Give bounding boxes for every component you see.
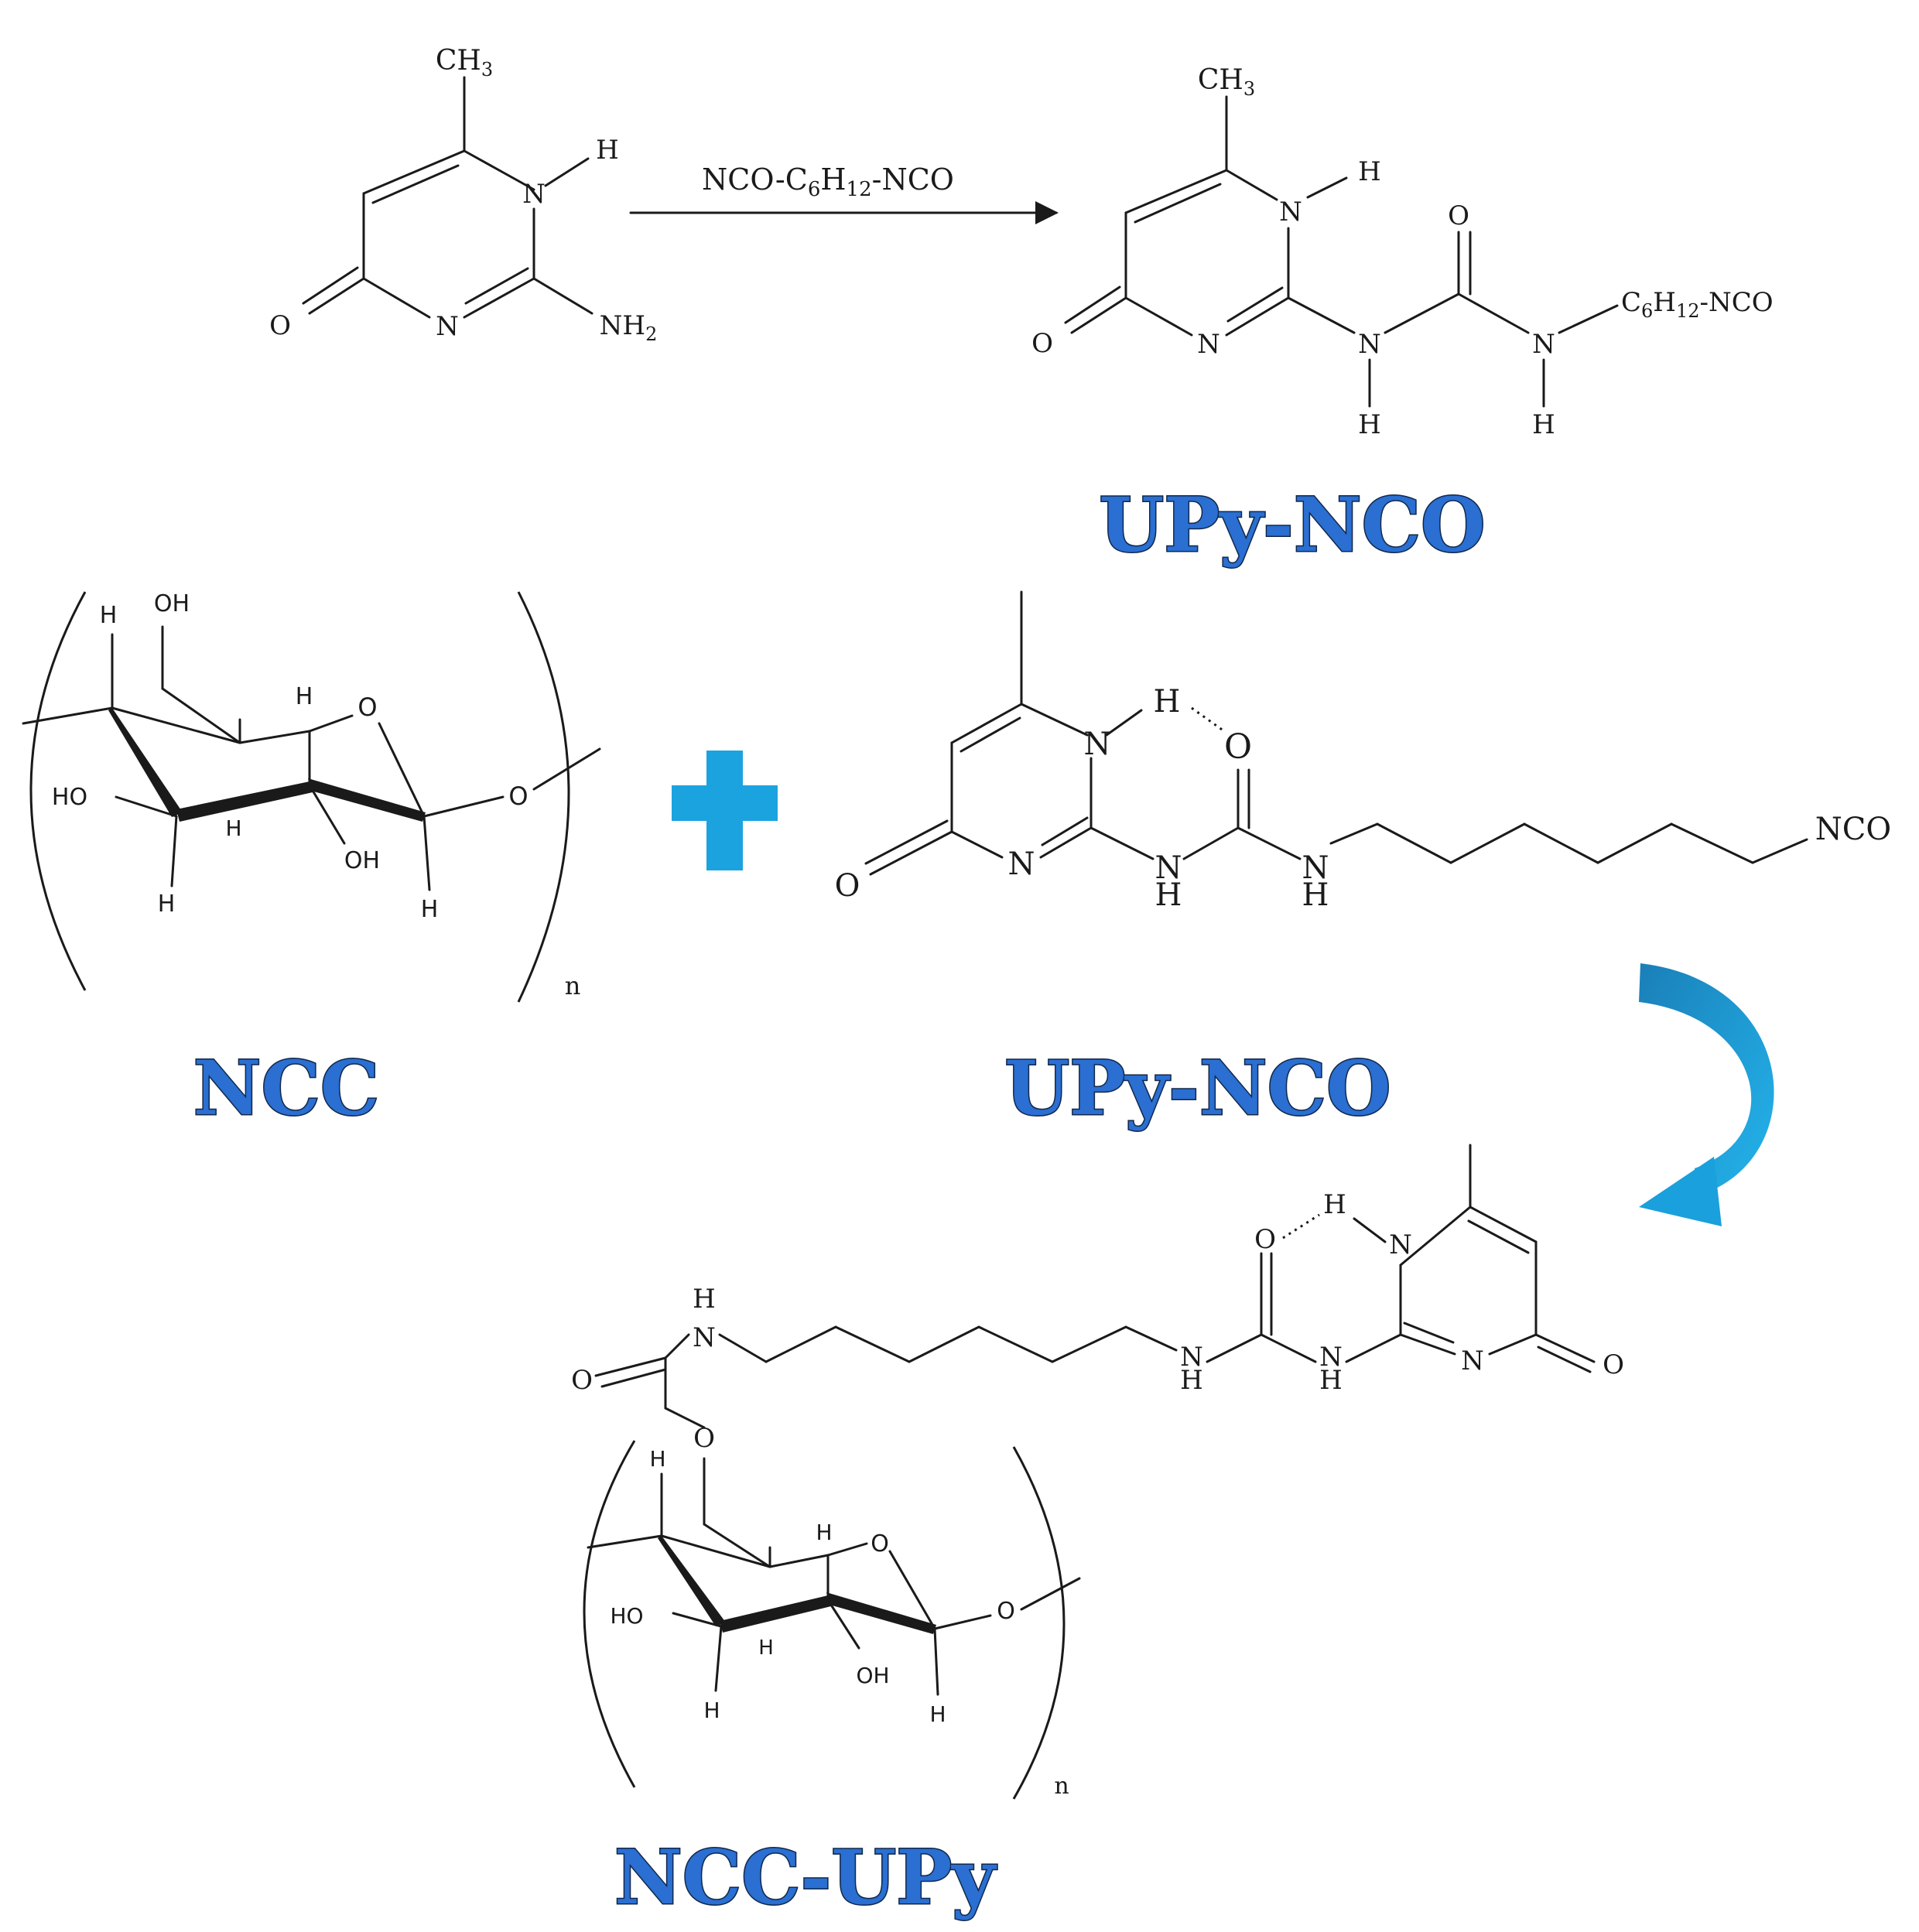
h-text: H bbox=[100, 602, 118, 629]
h-text: H bbox=[649, 1446, 665, 1472]
h-text: H bbox=[421, 896, 439, 923]
n-ring-text: N bbox=[436, 311, 459, 342]
plus-icon bbox=[672, 751, 778, 870]
nco-text: NCO bbox=[1815, 812, 1891, 847]
right-parenthesis bbox=[1012, 1446, 1066, 1800]
ho-text: HO bbox=[52, 784, 87, 811]
wedge-bond bbox=[826, 1592, 936, 1634]
upy-nco-label-mid: UPy-NCO bbox=[1004, 1045, 1391, 1132]
hydrogen-bond bbox=[1282, 1213, 1320, 1240]
h-text: H bbox=[1532, 409, 1555, 440]
nh-text: N bbox=[1319, 1342, 1343, 1373]
curved-arrow-icon bbox=[1639, 963, 1774, 1226]
h-text: H bbox=[225, 816, 241, 841]
o-text: O bbox=[693, 1423, 715, 1454]
n-ring-text: N bbox=[1197, 329, 1220, 360]
nh-text: N bbox=[1302, 850, 1329, 886]
h-text: H bbox=[758, 1636, 774, 1660]
upy-nco-folded-structure: N H O N O N H N H NCO bbox=[835, 590, 1891, 913]
n-ring-text: N bbox=[1008, 846, 1035, 882]
h-text: H bbox=[596, 135, 619, 166]
o-text: O bbox=[997, 1598, 1015, 1625]
h-text: H bbox=[816, 1520, 832, 1545]
wedge-bond bbox=[658, 1536, 726, 1626]
reaction-arrow: NCO-C6H12-NCO bbox=[629, 162, 1059, 224]
ncc-upy-cellulose-fragment: H H O HO H OH O H H n bbox=[583, 1440, 1081, 1800]
nh2-text: NH2 bbox=[600, 310, 658, 345]
o-text: O bbox=[1254, 1224, 1276, 1255]
left-parenthesis bbox=[583, 1440, 636, 1788]
n-ring-text: N bbox=[522, 179, 546, 210]
oh-text: OH bbox=[154, 590, 190, 617]
o-text: O bbox=[508, 781, 528, 811]
o-text: O bbox=[1224, 727, 1252, 767]
ncc-upy-upy-fragment: N H O N O N H N H N H O O bbox=[571, 1144, 1624, 1454]
n-subscript-text: n bbox=[1054, 1773, 1069, 1800]
ho-text: HO bbox=[610, 1603, 643, 1629]
h-text: H bbox=[1323, 1189, 1346, 1220]
h-text: H bbox=[1154, 684, 1181, 720]
ncc-label: NCC bbox=[193, 1045, 380, 1132]
h-text: H bbox=[929, 1701, 946, 1727]
upy-nco-label-top: UPy-NCO bbox=[1099, 481, 1485, 569]
n-ring-text: N bbox=[1461, 1346, 1484, 1376]
h-text: H bbox=[158, 891, 176, 918]
h-text: H bbox=[703, 1698, 720, 1723]
n-subscript-text: n bbox=[565, 971, 581, 1000]
right-parenthesis bbox=[517, 591, 570, 1003]
ch3-text: CH3 bbox=[1198, 64, 1255, 100]
hydrogen-bond bbox=[1191, 706, 1225, 733]
o-text: O bbox=[1448, 200, 1469, 231]
reagent-text: NCO-C6H12-NCO bbox=[702, 162, 954, 201]
left-parenthesis bbox=[29, 591, 87, 991]
h-text: H bbox=[1358, 156, 1381, 187]
methylisocytosine-structure: CH3 N H N O NH2 bbox=[269, 45, 657, 345]
h-text: H bbox=[1180, 1365, 1203, 1396]
n-ring-text: N bbox=[1389, 1229, 1412, 1260]
ch3-text: CH3 bbox=[436, 45, 493, 80]
upy-nco-product-structure: CH3 N H N O N H O N H C6H12-NCO bbox=[1031, 64, 1774, 440]
wedge-bond bbox=[176, 781, 313, 822]
o-ring-text: O bbox=[357, 692, 377, 722]
o-text: O bbox=[571, 1365, 593, 1396]
nh-text: N bbox=[1155, 850, 1182, 886]
wedge-bond bbox=[108, 708, 183, 817]
h-text: H bbox=[1358, 409, 1381, 440]
wedge-bond bbox=[720, 1595, 831, 1633]
nh-text: N bbox=[1532, 329, 1555, 360]
n-ring-text: N bbox=[1279, 197, 1302, 227]
h-text: H bbox=[1155, 877, 1182, 913]
o-ring-text: O bbox=[871, 1530, 889, 1558]
oh-text: OH bbox=[856, 1663, 889, 1688]
o-text: O bbox=[269, 310, 291, 341]
o-text: O bbox=[1603, 1349, 1624, 1380]
nh-text: N bbox=[1358, 329, 1381, 360]
nh-text: N bbox=[693, 1322, 716, 1353]
n-ring-text: N bbox=[1084, 727, 1111, 762]
o-text: O bbox=[1031, 328, 1053, 359]
oh-text: OH bbox=[344, 847, 380, 874]
ncc-upy-label: NCC-UPy bbox=[614, 1834, 997, 1921]
h-text: H bbox=[693, 1284, 716, 1315]
h-text: H bbox=[296, 683, 313, 710]
h-text: H bbox=[1319, 1365, 1343, 1396]
side-chain-text: C6H12-NCO bbox=[1621, 287, 1774, 322]
wedge-bond bbox=[308, 778, 426, 822]
nh-text: N bbox=[1180, 1342, 1203, 1373]
h-text: H bbox=[1302, 877, 1329, 913]
o-text: O bbox=[835, 868, 860, 904]
ncc-structure: H OH H O HO H OH O H H n bbox=[22, 590, 601, 1003]
